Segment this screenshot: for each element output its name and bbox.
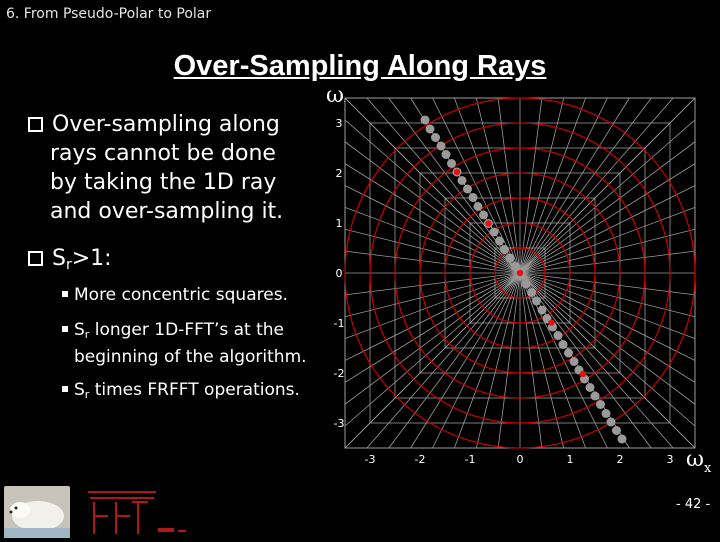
gray-sample-point bbox=[447, 159, 456, 168]
x-tick-label: 0 bbox=[517, 453, 524, 466]
x-tick-label: 1 bbox=[567, 453, 574, 466]
gray-sample-point bbox=[463, 184, 472, 194]
bullet-line: and over-sampling it. bbox=[50, 199, 284, 224]
y-tick-label: 3 bbox=[336, 117, 343, 130]
polar-circle bbox=[394, 147, 646, 399]
gray-sample-point bbox=[606, 417, 616, 427]
gray-sample-point bbox=[489, 227, 499, 237]
gray-sample-point bbox=[617, 434, 627, 444]
sub-bullet: More concentric squares. bbox=[62, 284, 288, 306]
red-sample-point bbox=[579, 370, 587, 378]
gray-sample-point bbox=[436, 141, 446, 151]
fft-logo bbox=[88, 491, 186, 534]
gray-sample-point bbox=[425, 124, 435, 134]
gray-sample-point bbox=[590, 391, 600, 401]
x-tick-label: 3 bbox=[667, 453, 674, 466]
sub-bullet: Sr longer 1D-FFT’s at the beginning of t… bbox=[62, 319, 307, 368]
gray-sample-point bbox=[479, 210, 488, 220]
gray-sample-point bbox=[457, 176, 467, 185]
polar-bear-logo bbox=[4, 486, 70, 538]
gray-sample-point bbox=[468, 193, 478, 202]
main-bullet: Over-sampling along rays cannot be done … bbox=[28, 110, 328, 226]
gray-sample-point bbox=[601, 409, 611, 418]
gray-sample-point bbox=[511, 262, 520, 271]
second-bullet: Sr>1: bbox=[28, 246, 112, 273]
x-tick-label: 2 bbox=[617, 453, 624, 466]
y-tick-label: 2 bbox=[336, 167, 343, 180]
x-axis-label: ωx bbox=[686, 447, 712, 476]
y-tick-label: 0 bbox=[336, 267, 343, 280]
gray-sample-point bbox=[596, 400, 605, 409]
polar-circle bbox=[419, 172, 621, 374]
polar-circle bbox=[469, 222, 571, 324]
gray-sample-point bbox=[558, 340, 568, 349]
bullet-line: by taking the 1D ray bbox=[50, 170, 277, 195]
sub-bullet: Sr times FRFFT operations. bbox=[62, 379, 300, 406]
y-tick-label: -3 bbox=[334, 417, 345, 430]
gray-sample-point bbox=[569, 357, 579, 366]
bullet-line: rays cannot be done bbox=[50, 141, 276, 166]
gray-sample-point bbox=[441, 150, 451, 159]
gray-sample-point bbox=[521, 279, 531, 289]
gray-sample-point bbox=[473, 202, 483, 211]
x-tick-label: -2 bbox=[415, 453, 426, 466]
red-sample-point bbox=[453, 168, 461, 176]
square-bullet-icon bbox=[62, 326, 68, 332]
gray-sample-point bbox=[420, 115, 430, 125]
gray-sample-point bbox=[495, 236, 504, 246]
gray-sample-point bbox=[612, 426, 621, 435]
gray-sample-point bbox=[553, 331, 563, 340]
red-sample-point bbox=[548, 319, 555, 326]
polar-circle bbox=[344, 97, 696, 449]
gray-sample-point bbox=[431, 133, 440, 142]
gray-sample-point bbox=[585, 383, 595, 392]
y-tick-label: -1 bbox=[334, 317, 345, 330]
y-tick-label: 1 bbox=[336, 217, 343, 230]
x-tick-label: -3 bbox=[365, 453, 376, 466]
gray-sample-point bbox=[505, 253, 515, 263]
gray-sample-point bbox=[500, 245, 509, 254]
polar-circle bbox=[494, 247, 546, 299]
polar-circle bbox=[369, 122, 671, 424]
bullet-box-icon bbox=[28, 251, 43, 266]
page-number: - 42 - bbox=[676, 497, 711, 512]
square-bullet-icon bbox=[62, 386, 68, 392]
gray-sample-point bbox=[527, 288, 536, 297]
red-sample-point bbox=[516, 269, 524, 277]
red-sample-point bbox=[485, 220, 492, 227]
gray-sample-point bbox=[537, 305, 547, 315]
section-header: 6. From Pseudo-Polar to Polar bbox=[6, 6, 212, 22]
x-tick-label: -1 bbox=[465, 453, 476, 466]
polar-circle bbox=[444, 197, 596, 349]
square-bullet-icon bbox=[62, 291, 68, 297]
gray-sample-point bbox=[532, 296, 541, 306]
y-tick-label: -2 bbox=[334, 367, 345, 380]
slide-title: Over-Sampling Along Rays bbox=[173, 50, 547, 82]
bullet-line: Over-sampling along bbox=[52, 112, 280, 137]
gray-sample-point bbox=[564, 348, 573, 358]
bullet-box-icon bbox=[28, 117, 43, 132]
